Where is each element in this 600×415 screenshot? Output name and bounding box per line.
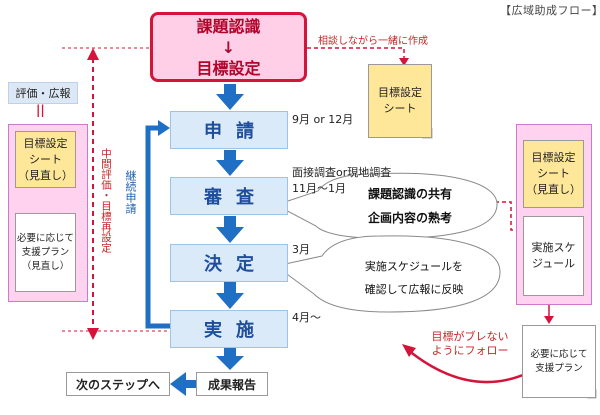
bubble-bottom-line1: 実施スケジュールを xyxy=(364,260,464,273)
memo-line: 目標設定 xyxy=(531,151,576,164)
arrow-decide-to-do xyxy=(216,282,244,309)
issue-label: 課題認識 xyxy=(196,16,261,36)
memo-line: （見直し） xyxy=(526,183,581,196)
memo-line: シート xyxy=(537,167,570,180)
next-step-arrow xyxy=(170,372,196,396)
flow-title-label: 【広域助成フロー】 xyxy=(500,4,600,17)
left-goal-sheet-memo: 目標設定 シート （見直し） xyxy=(15,131,76,188)
left-guide-lines xyxy=(62,47,170,332)
memo-line: 必要に応じて xyxy=(530,348,588,360)
right-goal-sheet-memo: 目標設定 シート （見直し） xyxy=(523,140,584,208)
step-review: 審査 xyxy=(170,177,288,215)
eval-pr-label: 評価・広報 xyxy=(8,82,78,104)
bubble-top-line1: 課題認識の共有 xyxy=(367,187,452,201)
memo-line: 目標設定 xyxy=(23,136,68,150)
midterm-label: 中間評価・目標再設定 xyxy=(100,148,112,253)
goal-sheet-memo: 目標設定 シート xyxy=(368,64,432,138)
memo-line: 必要に応じて xyxy=(16,232,74,244)
continue-loop-arrow xyxy=(145,120,170,329)
memo-line: シート xyxy=(29,152,62,166)
followup-arrow xyxy=(402,344,531,384)
step-implement: 実施 xyxy=(170,310,288,348)
decide-timing: 3月 xyxy=(292,243,310,256)
followup-line2: ようにフォロー xyxy=(431,344,509,357)
memo-line: シート xyxy=(383,102,417,115)
arrow-top-to-apply xyxy=(216,84,244,110)
left-support-plan-memo: 必要に応じて 支援プラン （見直し） xyxy=(15,213,76,292)
midterm-arrow xyxy=(87,48,99,340)
arrow-apply-to-review xyxy=(216,150,244,176)
result-report-box: 成果報告 xyxy=(196,372,268,396)
review-timing: 11月～1月 xyxy=(292,182,346,195)
memo-line: 実施スケ xyxy=(531,241,576,254)
down-arrow-glyph: ↓ xyxy=(221,37,236,57)
right-schedule-memo: 実施スケ ジュール xyxy=(523,216,584,296)
arrow-review-to-decide xyxy=(216,216,244,243)
followup-note: 目標がブレない ようにフォロー xyxy=(430,330,510,358)
continue-apply-label: 継続申請 xyxy=(124,170,137,214)
step-apply: 申請 xyxy=(170,111,288,149)
consult-arrow xyxy=(307,47,409,66)
bubble-bottom-line2: 確認して広報に反映 xyxy=(364,283,464,296)
arrow-do-to-report xyxy=(216,348,244,370)
issue-goal-box: 課題認識 ↓ 目標設定 xyxy=(150,12,307,82)
support-plan-memo: 必要に応じて 支援プラン xyxy=(522,325,596,398)
review-method: 面接調査or現地調査 xyxy=(292,166,392,179)
step-decide: 決定 xyxy=(170,244,288,282)
consult-note: 相談しながら一緒に作成 xyxy=(318,36,428,47)
implement-timing: 4月～ xyxy=(292,311,321,324)
next-step-box: 次のステップへ xyxy=(66,372,170,396)
down-arrows xyxy=(216,84,244,370)
goal-label: 目標設定 xyxy=(196,58,261,78)
followup-line1: 目標がブレない xyxy=(431,330,509,343)
memo-line: （見直し） xyxy=(21,260,70,272)
memo-line: 支援プラン xyxy=(535,362,583,374)
bubble-top-line2: 企画内容の熟考 xyxy=(367,211,452,225)
panel-to-support-arrow xyxy=(544,305,554,324)
apply-timing: 9月 or 12月 xyxy=(292,113,354,126)
speech-bubble-bottom xyxy=(274,235,501,313)
memo-line: ジュール xyxy=(531,257,576,270)
memo-line: 目標設定 xyxy=(378,86,422,99)
memo-line: 支援プラン xyxy=(21,246,70,258)
eval-equals: || xyxy=(36,103,45,117)
memo-line: （見直し） xyxy=(18,168,73,182)
